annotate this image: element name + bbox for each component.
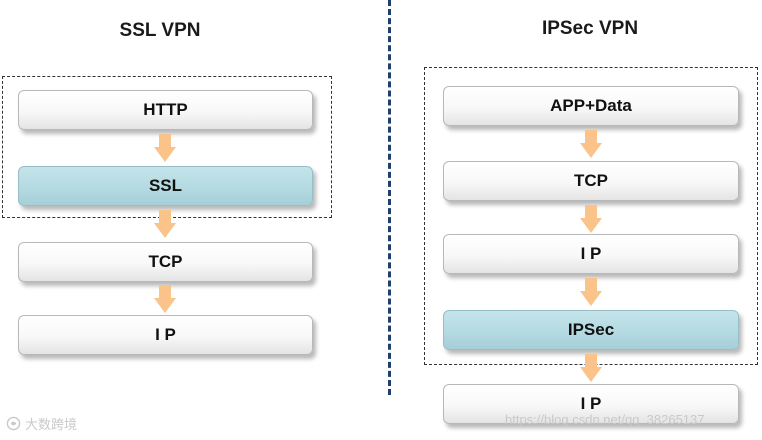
ipsec-vpn-layer-app-data: APP+Data [443, 86, 739, 126]
layer-label: SSL [148, 176, 183, 195]
watermark-logo-icon [6, 416, 21, 431]
watermark-left: 大数跨境 [6, 414, 77, 433]
ipsec-vpn-layer-tcp: TCP [443, 161, 739, 201]
center-divider [388, 0, 391, 395]
ipsec-vpn-layer-ipsec: IPSec [443, 310, 739, 350]
layer-label: I P [580, 394, 602, 413]
layer-label: TCP [148, 252, 183, 271]
down-arrow-icon [580, 130, 602, 158]
ipsec-vpn-layer-ip-outer: I P [443, 384, 739, 424]
watermark-right-url: https://blog.csdn.net/qq_38265137 [505, 412, 705, 427]
down-arrow-icon [154, 285, 176, 313]
layer-label: I P [580, 244, 602, 263]
layer-label: IPSec [567, 320, 615, 339]
down-arrow-icon [580, 205, 602, 233]
ssl-vpn-layer-http: HTTP [18, 90, 313, 130]
down-arrow-icon [154, 134, 176, 162]
down-arrow-icon [154, 210, 176, 238]
ssl-vpn-layer-ssl: SSL [18, 166, 313, 206]
down-arrow-icon [580, 278, 602, 306]
layer-label: TCP [574, 171, 608, 190]
ipsec-vpn-title: IPSec VPN [541, 18, 639, 39]
ssl-vpn-layer-tcp: TCP [18, 242, 313, 282]
layer-label: I P [155, 325, 176, 344]
ssl-vpn-layer-ip: I P [18, 315, 313, 355]
watermark-left-text: 大数跨境 [25, 417, 78, 432]
ipsec-vpn-layer-ip: I P [443, 234, 739, 274]
ssl-vpn-title: SSL VPN [119, 20, 201, 41]
layer-label: HTTP [143, 100, 188, 119]
down-arrow-icon [580, 354, 602, 382]
layer-label: APP+Data [550, 96, 632, 115]
